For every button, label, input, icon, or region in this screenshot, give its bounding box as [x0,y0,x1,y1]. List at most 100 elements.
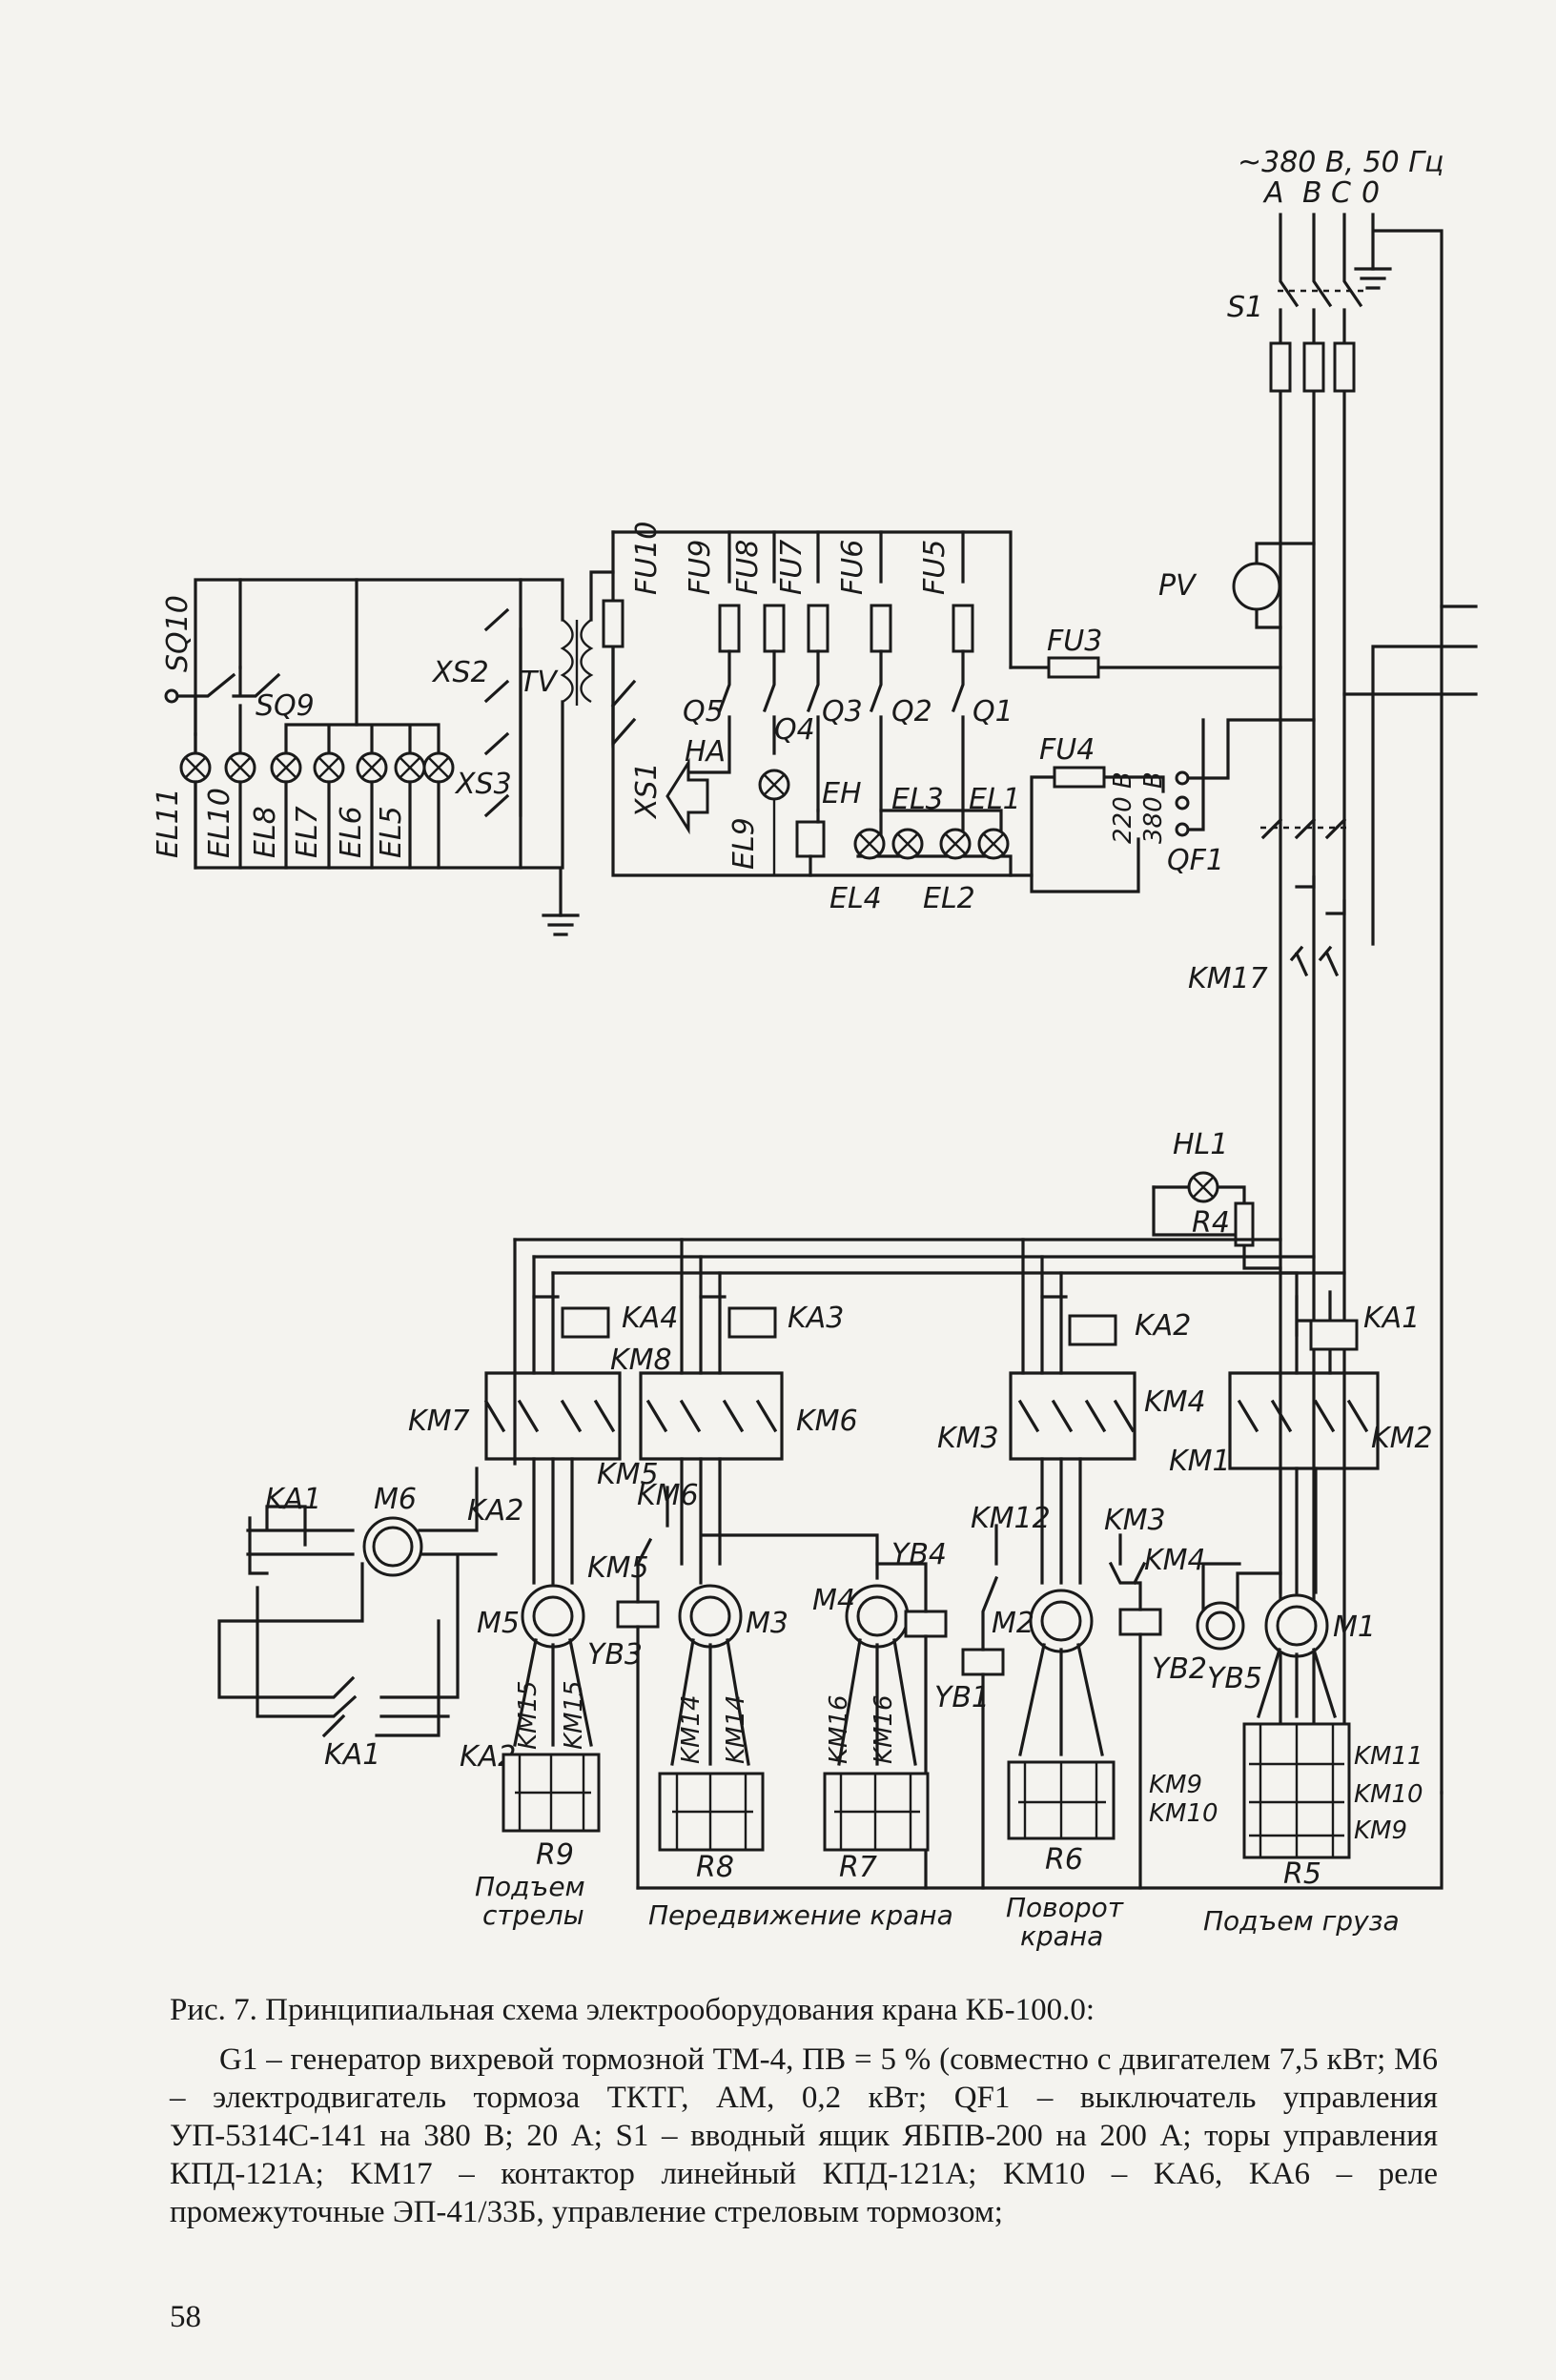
yb1-label: YB1 [934,1681,990,1714]
ka4-label: KA4 [622,1302,678,1335]
km1-label: KM1 [1169,1445,1231,1478]
q4-label: Q4 [774,713,815,747]
motor-leads [532,1457,1318,1594]
phase-a-label: A [1262,176,1284,210]
km10-r6-label: KM10 [1149,1799,1218,1828]
r7-taps [834,1774,920,1850]
m4-motor-inner [856,1595,898,1637]
r9-taps [515,1754,591,1831]
figure-caption: Рис. 7. Принципиальная схема электрообор… [170,1991,1438,2231]
km16a-label: KM16 [825,1694,853,1764]
q-switches [686,649,965,812]
yb5-label: YB5 [1207,1662,1262,1695]
boom-contactors [483,1371,622,1461]
neutral-line [1371,213,1443,1795]
v380-label: 380 В [1139,771,1168,844]
phase-a-line [1279,213,1300,1795]
fu5-label: FU5 [918,540,952,595]
ka4-coil [561,1306,610,1339]
hl1-wiring [1152,1185,1282,1270]
fu8-fuse [763,604,786,653]
panel-bus-top [611,530,1013,669]
km17-label: KM17 [1188,962,1268,995]
fu6-label: FU6 [836,540,870,595]
tv-transformer [560,619,594,706]
ka2-top-label: KA2 [1135,1309,1191,1343]
km12-label: KM12 [971,1502,1051,1535]
crane-electrical-schematic: ~380 В, 50 Гц A B C 0 S1 PV FU3 FU4 220 … [152,146,1478,1952]
phase-b-label: B [1302,176,1322,210]
km5-label: KM5 [597,1458,659,1491]
ka3-coil [727,1306,777,1339]
yb2-label: YB2 [1152,1652,1207,1686]
left-bus [194,578,564,917]
phase-c-label: C [1331,176,1351,210]
km8-label: KM8 [610,1344,672,1377]
fu10-fuse [602,599,624,648]
km2-label: KM2 [1371,1422,1433,1455]
eh-wiring [809,809,820,877]
m2-label: M2 [992,1607,1034,1640]
el2-label: EL2 [923,882,975,915]
el4-label: EL4 [829,882,882,915]
sq-switches [175,666,281,736]
ground-cab [542,913,580,936]
km14b-label: KM14 [722,1694,750,1764]
ka1-left-label: KA1 [265,1483,321,1516]
fu8-label: FU8 [731,540,765,595]
km17-contacts [1289,945,1340,977]
el5-label: EL5 [375,806,408,858]
ka3-label: KA3 [788,1302,844,1335]
selector-terminal-2 [1175,795,1190,810]
el8-label: EL8 [249,806,282,858]
km14a-label: KM14 [677,1694,706,1764]
km15a-label: KM15 [514,1680,543,1750]
el3-label: EL3 [891,783,944,816]
m1-label: M1 [1333,1611,1376,1644]
qf1-taps [1295,875,1346,915]
yb1-brake [961,1648,1005,1676]
lighting-panel-section: FU10 FU9 FU8 FU7 FU6 FU5 Q5 Q4 Q3 Q2 Q1 … [602,522,1034,915]
hl1-cross [1192,1176,1215,1199]
floodlight-crosses [858,832,1005,855]
fu9-fuse [718,604,741,653]
q2-label: Q2 [891,695,932,728]
km9-label: KM9 [1354,1816,1407,1845]
xs3-label: XS3 [454,768,512,801]
yb1-wiring [981,1524,999,1890]
m4-label: M4 [812,1584,855,1617]
fu4-fuse [1053,766,1106,789]
el6-label: EL6 [335,806,368,858]
r5-label: R5 [1283,1857,1321,1891]
km10-label: KM10 [1354,1780,1423,1809]
xs2-label: XS2 [431,656,489,689]
r4-label: R4 [1192,1206,1230,1240]
selector-terminal-1 [1175,770,1190,786]
fu3-fuse [1047,656,1100,679]
phase-b-line [1312,213,1333,1795]
r6-taps [1018,1762,1106,1838]
eh-label: EH [822,777,862,810]
m5-motor-inner [532,1595,574,1637]
figure-caption-title: Рис. 7. Принципиальная схема электрообор… [170,1993,1095,2027]
s1-label: S1 [1227,291,1263,324]
relay-feeds [532,1295,1316,1337]
m6-wiring [217,1467,498,1738]
r7-label: R7 [839,1851,877,1884]
km6-label: KM6 [796,1405,858,1438]
cab-lamp-returns [194,780,440,870]
section-travel: Передвижение крана [648,1899,953,1931]
hoist-contactors [1228,1371,1380,1470]
section-boom-line2: стрелы [482,1899,584,1931]
m6-label: M6 [374,1483,417,1516]
fu6-fuse [870,604,892,653]
fu7-label: FU7 [775,540,809,595]
v220-label: 220 В [1109,771,1137,844]
page-number: 58 [170,2300,201,2334]
cab-lamps [179,751,455,784]
km7-label: KM7 [408,1405,470,1438]
yb3-brake [616,1600,660,1629]
motors: M6 KA1 KA2 KA1 KA2 M5 YB3 KM5 KM6 M3 M4 … [217,1457,1376,1890]
s1-fuse-a [1269,341,1292,393]
